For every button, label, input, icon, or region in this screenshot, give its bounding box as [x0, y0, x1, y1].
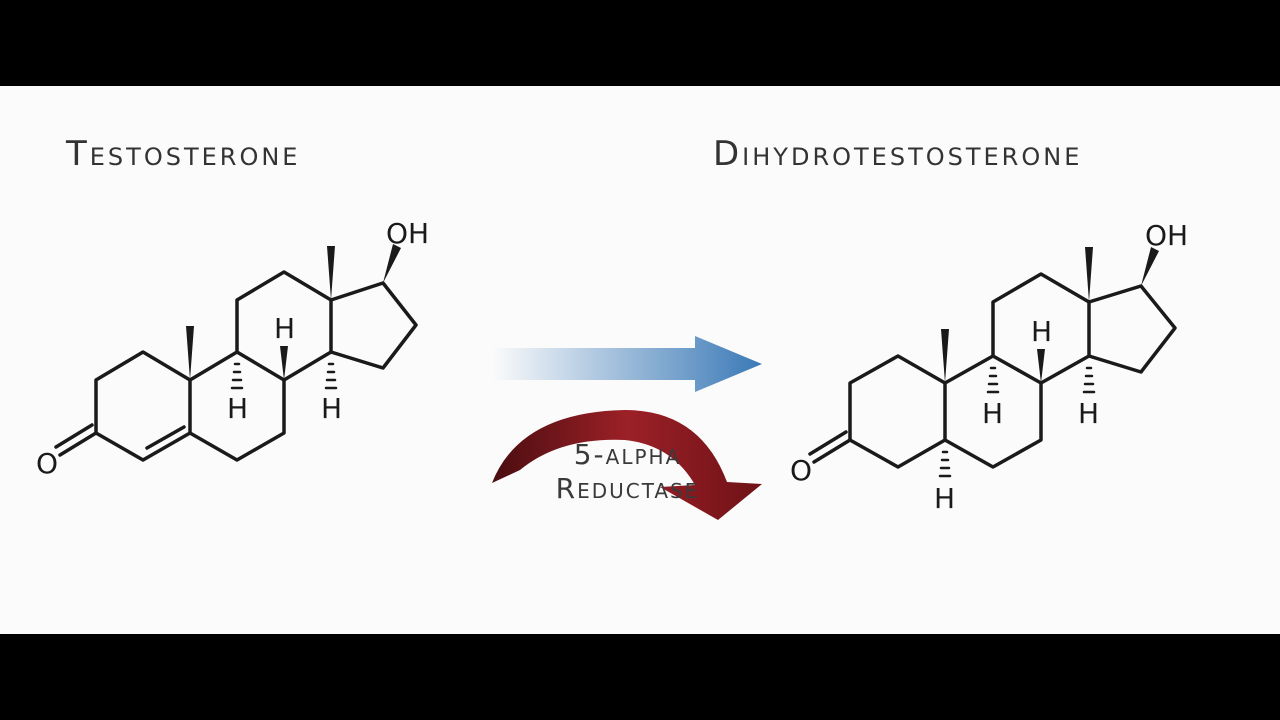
ring-c: [235, 270, 333, 382]
ring-b: [188, 350, 286, 462]
dht-h-hash-c9: [986, 366, 1000, 394]
h-label-c9: H: [227, 392, 248, 425]
double-bond-c4-c5: [145, 425, 186, 450]
reactant-title: Testosterone: [66, 134, 301, 174]
oxygen-label: O: [36, 447, 58, 480]
hydroxyl-label: OH: [386, 217, 429, 250]
h-hash-c14: [324, 362, 338, 390]
dht-methyl-wedge-c13: [1085, 247, 1093, 302]
ring-a: [94, 350, 192, 462]
product-title: Dihydrotestosterone: [713, 134, 1083, 174]
h-label-c14: H: [321, 392, 342, 425]
dht-methyl-wedge-c10: [941, 329, 949, 383]
enzyme-label-line1: 5-alpha: [573, 438, 682, 471]
dht-h-label-c9: H: [982, 397, 1003, 430]
testosterone-structure: O OH H H H: [36, 217, 429, 480]
dht-h-hash-c5: [938, 450, 952, 478]
dht-h-label-c14: H: [1078, 397, 1099, 430]
dht-ring-d: [1087, 284, 1177, 374]
ring-d: [329, 281, 418, 370]
carbonyl-bond-2: [54, 423, 94, 449]
enzyme-label: 5-alpha Reductase: [500, 438, 755, 506]
dht-carbonyl-bond-2: [808, 430, 848, 456]
dht-h-label-c8: H: [1031, 315, 1052, 348]
carbonyl-bond-1: [58, 431, 98, 457]
gradient-right-arrow-icon: [492, 336, 762, 392]
dht-h-hash-c14: [1082, 366, 1096, 394]
dht-hydroxyl-label: OH: [1145, 219, 1188, 252]
methyl-wedge-c13: [327, 246, 335, 300]
dht-ring-c: [991, 272, 1091, 385]
dht-h-wedge-c8: [1037, 349, 1045, 383]
dht-h-label-c5: H: [934, 482, 955, 515]
dihydrotestosterone-structure: O OH H H H H: [790, 219, 1188, 515]
dht-ring-a: [848, 354, 947, 469]
h-hash-c9: [230, 362, 244, 390]
h-label-c8: H: [274, 312, 295, 345]
methyl-wedge-c10: [186, 326, 194, 380]
dht-carbonyl-bond-1: [812, 438, 852, 464]
dht-ring-b: [943, 354, 1043, 469]
h-wedge-c8: [280, 346, 288, 380]
dht-hydroxyl-wedge: [1141, 247, 1159, 286]
hydroxyl-wedge: [383, 244, 401, 283]
dht-oxygen-label: O: [790, 454, 812, 487]
enzyme-label-line2: Reductase: [555, 472, 700, 505]
curved-arrow-icon: [492, 410, 762, 520]
